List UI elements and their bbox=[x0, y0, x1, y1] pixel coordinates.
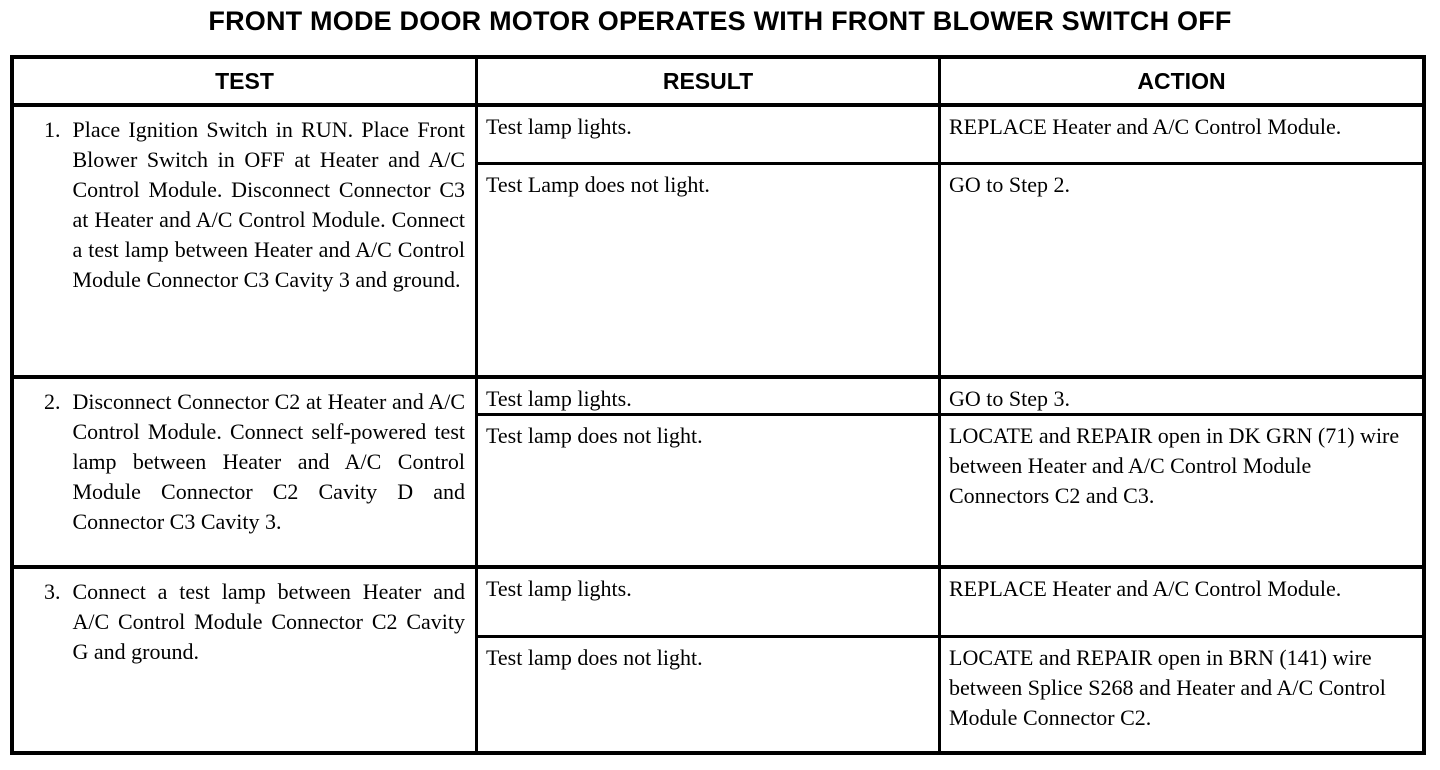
outcome-group-step-2: Test lamp lights. GO to Step 3. Test lam… bbox=[478, 379, 1422, 565]
outcome-row: Test Lamp does not light. GO to Step 2. bbox=[478, 165, 1422, 375]
outcome-group-step-3: Test lamp lights. REPLACE Heater and A/C… bbox=[478, 569, 1422, 751]
action-cell: REPLACE Heater and A/C Control Module. bbox=[949, 576, 1342, 601]
action-cell: GO to Step 2. bbox=[949, 172, 1070, 197]
result-cell: Test lamp does not light. bbox=[478, 416, 941, 565]
step-text-2: Disconnect Connector C2 at Heater and A/… bbox=[72, 389, 466, 535]
step-text-3: Connect a test lamp between Heater and A… bbox=[72, 579, 466, 665]
column-header-result: RESULT bbox=[478, 59, 941, 103]
step-number-2: 2. bbox=[44, 389, 61, 414]
table-row: 1. Place Ignition Switch in RUN. Place F… bbox=[14, 107, 1422, 379]
outcome-group-step-1: Test lamp lights. REPLACE Heater and A/C… bbox=[478, 107, 1422, 375]
column-header-test: TEST bbox=[14, 59, 478, 103]
diagnostic-table: TEST RESULT ACTION 1. Place Ignition Swi… bbox=[10, 55, 1426, 755]
table-row: 3. Connect a test lamp between Heater an… bbox=[14, 569, 1422, 751]
step-number-1: 1. bbox=[44, 117, 61, 142]
action-cell: REPLACE Heater and A/C Control Module. bbox=[949, 114, 1342, 139]
result-cell: Test Lamp does not light. bbox=[478, 165, 941, 375]
test-cell-step-1: 1. Place Ignition Switch in RUN. Place F… bbox=[14, 107, 478, 375]
result-cell: Test lamp lights. bbox=[478, 107, 941, 162]
test-cell-step-3: 3. Connect a test lamp between Heater an… bbox=[14, 569, 478, 751]
result-cell: Test lamp does not light. bbox=[478, 638, 941, 751]
step-text-1: Place Ignition Switch in RUN. Place Fron… bbox=[72, 117, 466, 293]
result-cell: Test lamp lights. bbox=[478, 569, 941, 635]
test-cell-step-2: 2. Disconnect Connector C2 at Heater and… bbox=[14, 379, 478, 565]
step-number-3: 3. bbox=[44, 579, 61, 604]
action-cell: LOCATE and REPAIR open in DK GRN (71) wi… bbox=[949, 423, 1400, 508]
page-title: FRONT MODE DOOR MOTOR OPERATES WITH FRON… bbox=[208, 6, 1232, 36]
action-cell: LOCATE and REPAIR open in BRN (141) wire… bbox=[949, 645, 1386, 730]
outcome-row: Test lamp lights. REPLACE Heater and A/C… bbox=[478, 569, 1422, 638]
column-header-action: ACTION bbox=[1137, 67, 1226, 94]
outcome-row: Test lamp does not light. LOCATE and REP… bbox=[478, 416, 1422, 565]
outcome-row: Test lamp lights. GO to Step 3. bbox=[478, 379, 1422, 416]
table-header-row: TEST RESULT ACTION bbox=[14, 59, 1422, 107]
outcome-row: Test lamp does not light. LOCATE and REP… bbox=[478, 638, 1422, 751]
outcome-row: Test lamp lights. REPLACE Heater and A/C… bbox=[478, 107, 1422, 165]
result-cell: Test lamp lights. bbox=[478, 379, 941, 413]
action-cell: GO to Step 3. bbox=[949, 386, 1070, 411]
table-row: 2. Disconnect Connector C2 at Heater and… bbox=[14, 379, 1422, 569]
